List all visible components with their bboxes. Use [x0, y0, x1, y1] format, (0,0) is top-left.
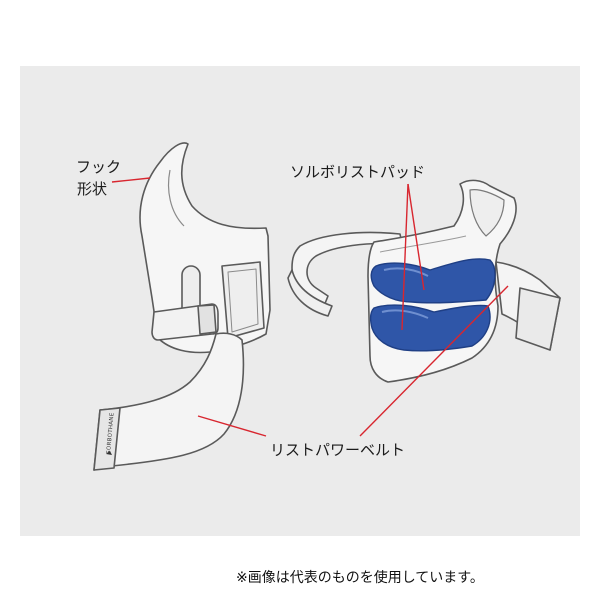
sorbo-wrist-pad	[369, 258, 496, 352]
label-wrist-power-belt: リストパワーベルト	[270, 441, 406, 459]
left-wrist-support	[139, 142, 271, 354]
image-disclaimer-note: ※画像は代表のものを使用しています。	[236, 570, 484, 586]
label-hook-shape-line2: 形状	[77, 180, 108, 198]
right-belt-strap	[495, 261, 561, 351]
label-sorbo-wrist-pad: ソルボリストパッド	[290, 163, 426, 181]
callout-lines	[111, 177, 509, 437]
svg-text:SORBOTHANE: SORBOTHANE	[106, 412, 116, 454]
right-wrist-support-band	[287, 231, 403, 317]
label-hook-shape-line1: フック	[76, 158, 122, 176]
power-belt-strap: SORBOTHANE	[93, 332, 245, 471]
wrist-support-illustration: SORBOTHANE	[93, 142, 561, 471]
product-illustration-panel: SORBOTHANE	[20, 66, 580, 536]
